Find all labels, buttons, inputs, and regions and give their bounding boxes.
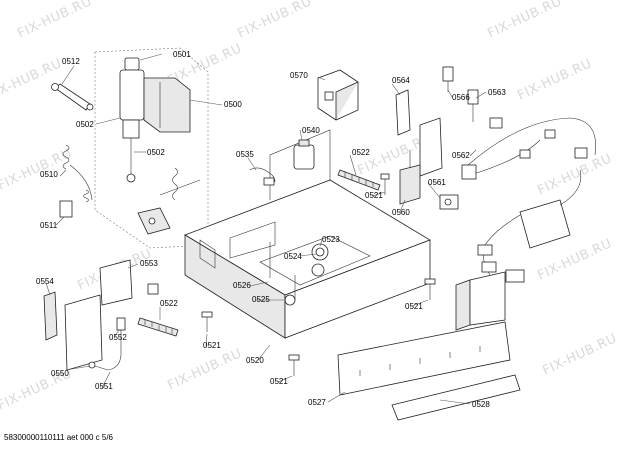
callout-0523: 0523 — [322, 235, 340, 244]
watermark-text: FIX-HUB.RU — [535, 236, 614, 283]
document-id: 58300000110111 aet 000 c 5/6 — [4, 433, 113, 442]
part-electronics-module — [317, 69, 359, 121]
callout-0566: 0566 — [452, 93, 470, 102]
watermark-text: FIX-HUB.RU — [540, 331, 619, 378]
part-wire-harness — [461, 89, 597, 180]
part-sensor-0552 — [88, 317, 126, 371]
callout-0560: 0560 — [392, 208, 410, 217]
part-bracket-0560 — [399, 117, 459, 210]
watermark-text: FIX-HUB.RU — [15, 0, 94, 42]
watermark-text: FIX-HUB.RU — [235, 0, 314, 42]
part-inlet-valve — [119, 57, 191, 183]
part-screw-0521-bottom — [288, 354, 300, 376]
part-cable-loom — [477, 169, 582, 283]
callout-0520: 0520 — [246, 356, 264, 365]
part-kick-plate — [337, 271, 521, 421]
callout-0564: 0564 — [392, 76, 410, 85]
part-sensor-cable — [249, 167, 276, 186]
callout-0521: 0521 — [405, 302, 423, 311]
callout-leaders — [45, 53, 487, 405]
part-float-housing — [293, 139, 315, 170]
callout-0535: 0535 — [236, 150, 254, 159]
callout-0551: 0551 — [95, 382, 113, 391]
part-screw-0521-right — [424, 278, 436, 300]
callout-0552: 0552 — [109, 333, 127, 342]
watermark-text: FIX-HUB.RU — [515, 56, 594, 103]
callout-0540: 0540 — [302, 126, 320, 135]
callout-0511: 0511 — [40, 221, 58, 230]
callout-0563: 0563 — [488, 88, 506, 97]
callout-0570: 0570 — [290, 71, 308, 80]
callout-0553: 0553 — [140, 259, 158, 268]
part-screw-0521-left — [201, 311, 213, 332]
part-heater-lower — [137, 317, 179, 337]
callout-0561: 0561 — [428, 178, 446, 187]
part-hose-connector — [51, 83, 94, 111]
callout-0521: 0521 — [365, 191, 383, 200]
callout-0512: 0512 — [62, 57, 80, 66]
callout-0527: 0527 — [308, 398, 326, 407]
callout-labels: 0501 0512 0500 0502 0502 0510 0511 0570 … — [36, 50, 506, 409]
callout-0521: 0521 — [270, 377, 288, 386]
part-spring — [62, 144, 93, 203]
callout-0522: 0522 — [352, 148, 370, 157]
callout-0524: 0524 — [284, 252, 302, 261]
callout-0500: 0500 — [224, 100, 242, 109]
watermark-text: FIX-HUB.RU — [165, 346, 244, 393]
part-side-bracket-0553 — [99, 259, 159, 306]
part-bracket-0564 — [395, 89, 411, 136]
callout-0522: 0522 — [160, 299, 178, 308]
callout-0502: 0502 — [76, 120, 94, 129]
part-side-bracket-0554 — [43, 291, 103, 371]
callout-0526: 0526 — [233, 281, 251, 290]
callout-0550: 0550 — [51, 369, 69, 378]
callout-0525: 0525 — [252, 295, 270, 304]
part-sensor-bracket — [137, 167, 201, 235]
part-base-frame — [184, 129, 431, 339]
callout-0501: 0501 — [173, 50, 191, 59]
callout-0554: 0554 — [36, 277, 54, 286]
callout-0521: 0521 — [203, 341, 221, 350]
watermark-text: FIX-HUB.RU — [485, 0, 564, 42]
assembly-group-outline — [94, 47, 209, 249]
part-clip — [59, 200, 73, 218]
part-connector-0566 — [442, 66, 454, 92]
callout-0510: 0510 — [40, 170, 58, 179]
watermark-text: FIX-HUB.RU — [0, 56, 64, 103]
callout-0562: 0562 — [452, 151, 470, 160]
part-heater-upper — [337, 169, 381, 191]
callout-0502: 0502 — [147, 148, 165, 157]
callout-0528: 0528 — [472, 400, 490, 409]
